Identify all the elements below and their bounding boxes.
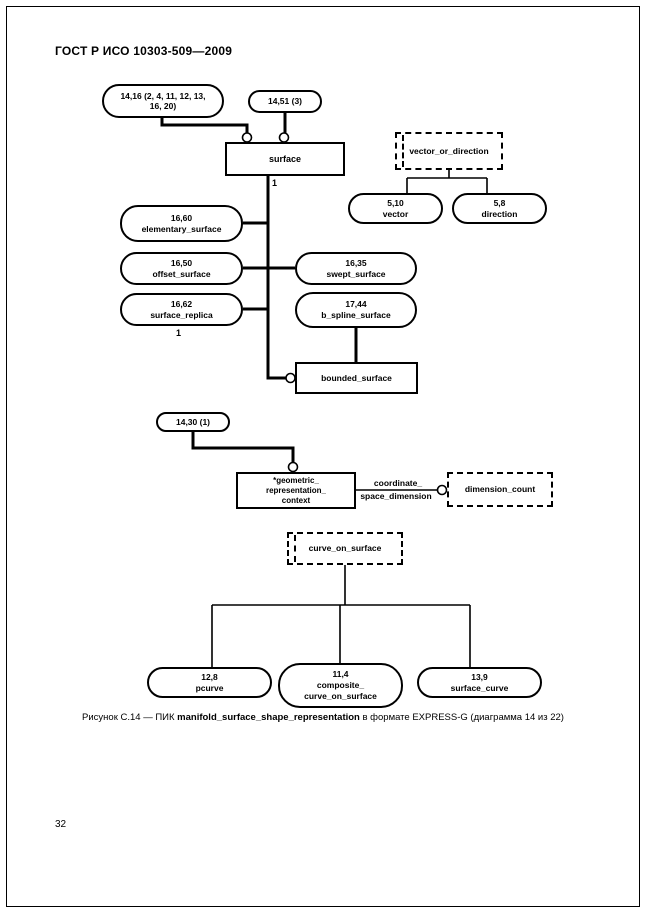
select-vector-or-direction: vector_or_direction: [395, 132, 503, 170]
document-header: ГОСТ Р ИСО 10303-509—2009: [55, 44, 233, 58]
entity-surface-replica: 16,62 surface_replica: [120, 293, 243, 326]
caption-entity-name: manifold_surface_shape_representation: [177, 712, 360, 723]
page-number: 32: [55, 819, 67, 830]
entity-elementary-surface: 16,60 elementary_surface: [120, 205, 243, 242]
select-curve-on-surface-label: curve_on_surface: [308, 543, 382, 553]
entity-surface: surface: [225, 142, 345, 176]
entity-pcurve: 12,8 pcurve: [147, 667, 272, 698]
page-ref-oval-surface: 14,51 (3): [248, 90, 322, 113]
page-ref-oval-context: 14,30 (1): [156, 412, 230, 432]
entity-direction: 5,8 direction: [452, 193, 547, 224]
entity-geometric-representation-context: *geometric_ representation_ context: [236, 472, 356, 509]
select-vector-or-direction-label: vector_or_direction: [409, 145, 489, 156]
figure-caption: Рисунок С.14 — ПИК manifold_surface_shap…: [0, 712, 646, 723]
cardinality-label-surface: 1: [272, 178, 278, 188]
select-type-marker: [294, 535, 296, 562]
entity-b-spline-surface: 17,44 b_spline_surface: [295, 292, 417, 328]
caption-suffix: в формате EXPRESS-G (диаграмма 14 из 22): [359, 712, 564, 723]
select-curve-on-surface: curve_on_surface: [287, 532, 403, 565]
select-type-marker: [402, 135, 404, 167]
cardinality-label-replica: 1: [176, 328, 182, 338]
page-ref-oval-main: 14,16 (2, 4, 11, 12, 13, 16, 20): [102, 84, 224, 118]
attribute-label-coordinate: coordinate_: [373, 478, 423, 488]
caption-prefix: Рисунок С.14 — ПИК: [82, 712, 178, 723]
entity-bounded-surface: bounded_surface: [295, 362, 418, 394]
entity-composite-curve-on-surface: 11,4 composite_ curve_on_surface: [278, 663, 403, 708]
type-dimension-count: dimension_count: [447, 472, 553, 507]
entity-offset-surface: 16,50 offset_surface: [120, 252, 243, 285]
entity-swept-surface: 16,35 swept_surface: [295, 252, 417, 285]
attribute-label-space-dimension: space_dimension: [360, 491, 432, 501]
entity-surface-curve: 13,9 surface_curve: [417, 667, 542, 698]
entity-vector: 5,10 vector: [348, 193, 443, 224]
